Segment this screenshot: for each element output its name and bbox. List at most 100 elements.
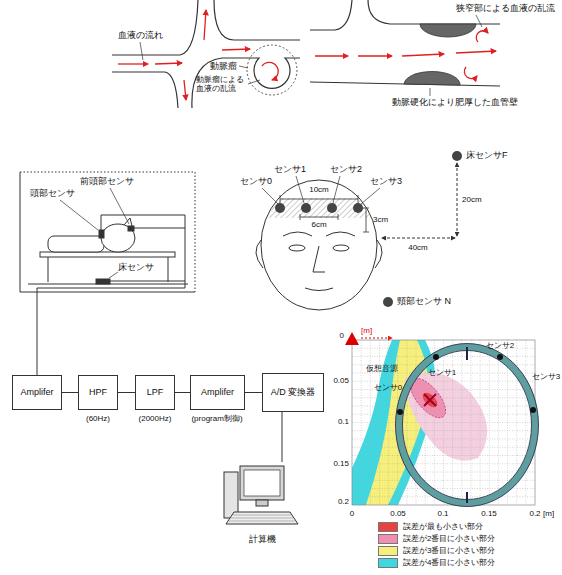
label-text: 6cm (311, 220, 326, 229)
grid-line (352, 406, 535, 407)
measurement-setup (40, 252, 175, 257)
aneurysm-vessel (112, 0, 198, 55)
face-figure (261, 198, 377, 218)
computer-drawing (244, 470, 280, 496)
grid-line (352, 463, 535, 464)
grid-line (352, 356, 535, 357)
signal-wire (245, 392, 262, 393)
blood-flow-arrow (402, 54, 444, 56)
grid-line (352, 472, 535, 473)
node-text: Amplifer (20, 387, 53, 397)
signal-wire (175, 392, 190, 393)
legend-text: 誤差が3番目に小さい部分 (403, 546, 495, 555)
label-text: (60Hz) (86, 414, 110, 423)
aneurysm-vessel (192, 58, 300, 108)
label-text: 前頭部センサ (80, 176, 134, 186)
blood-flow-arrow (315, 31, 496, 79)
computer-drawing (222, 462, 302, 534)
face-figure (261, 180, 377, 310)
sensor-dot (275, 151, 462, 307)
legend-row: 誤差が3番目に小さい部分 (378, 546, 495, 556)
grid-line (352, 447, 535, 448)
measurement-setup (48, 257, 168, 282)
label-text: 血液の流れ (118, 30, 163, 40)
measurement-setup (96, 279, 110, 284)
leader-line (140, 42, 143, 60)
measurement-setup (109, 272, 118, 278)
blood-flow-arrow (476, 31, 488, 42)
label-text: センサ2 (486, 341, 514, 350)
label-text: 0.1 (338, 417, 349, 426)
legend-swatch (378, 558, 398, 568)
face-figure (300, 214, 338, 220)
face-figure (262, 176, 380, 204)
legend-row: 誤差が4番目に小さい部分 (378, 558, 495, 568)
label-text: 0 (340, 331, 344, 340)
thickened-wall (404, 71, 460, 85)
blood-flow-arrow (262, 62, 278, 80)
grid-line (352, 422, 535, 423)
sensor-dot (433, 354, 439, 360)
label-text: センサ1 (274, 164, 306, 174)
face-figure (333, 245, 349, 251)
label-text: センサ0 (240, 176, 272, 186)
blood-flow-arrow (464, 67, 477, 79)
label-text: 0.1 (437, 509, 448, 518)
sensor-dot (275, 203, 285, 213)
face-figure (363, 208, 369, 232)
measurement-setup (128, 226, 134, 231)
error-map (352, 340, 535, 505)
measurement-setup (37, 228, 185, 375)
process-box: Amplifer (12, 375, 62, 410)
sensor-dot (497, 354, 503, 360)
label-text: 頸部センサ N (397, 296, 451, 306)
label-text: 動脈瘤 (210, 61, 237, 71)
blood-flow-arrow (456, 51, 496, 53)
legend-swatch (378, 534, 398, 544)
legend-text: 誤差が最も小さい部分 (403, 522, 483, 531)
label-text: [m] (543, 509, 554, 518)
legend-row: 誤差が最も小さい部分 (378, 522, 483, 532)
node-text: HPF (89, 387, 107, 397)
blood-flow-arrow (222, 49, 250, 50)
legend-text: 誤差が2番目に小さい部分 (403, 534, 495, 543)
label-text: 0.15 (481, 509, 497, 518)
grid-line (470, 340, 471, 505)
aneurysm-vessel (112, 0, 300, 108)
node-text: LPF (147, 387, 164, 397)
label-text: (program制御) (191, 414, 242, 423)
leader-line (248, 80, 260, 84)
process-box: HPF (78, 375, 118, 410)
face-figure (457, 163, 458, 236)
grid-line (352, 381, 535, 382)
measurement-setup (110, 188, 129, 224)
thickened-wall (420, 24, 476, 37)
computer-drawing (224, 472, 238, 518)
legend-row: 誤差が2番目に小さい部分 (378, 534, 495, 544)
face-figure (280, 195, 358, 203)
computer-drawing (233, 515, 291, 516)
axis-arrow (361, 338, 392, 339)
blood-flow-arrow (315, 55, 348, 56)
skull-section (399, 347, 535, 503)
grid-line (352, 430, 535, 431)
aneurysm-vessel (214, 0, 300, 40)
computer-drawing (231, 518, 293, 519)
error-region (420, 390, 440, 410)
grid-line (352, 414, 535, 415)
grid-line (352, 455, 535, 456)
measurement-setup (20, 172, 195, 375)
sensor-dot (327, 203, 337, 213)
label-text: 40cm (408, 243, 428, 252)
aneurysm-vessel (112, 72, 178, 108)
measurement-setup (60, 200, 98, 230)
measurement-setup (101, 224, 135, 252)
label-text: 10cm (309, 185, 329, 194)
stenosis-vessel (368, 0, 500, 24)
grid-line (361, 340, 362, 505)
sensor-dot (397, 409, 403, 415)
sensor-dot (452, 151, 462, 161)
